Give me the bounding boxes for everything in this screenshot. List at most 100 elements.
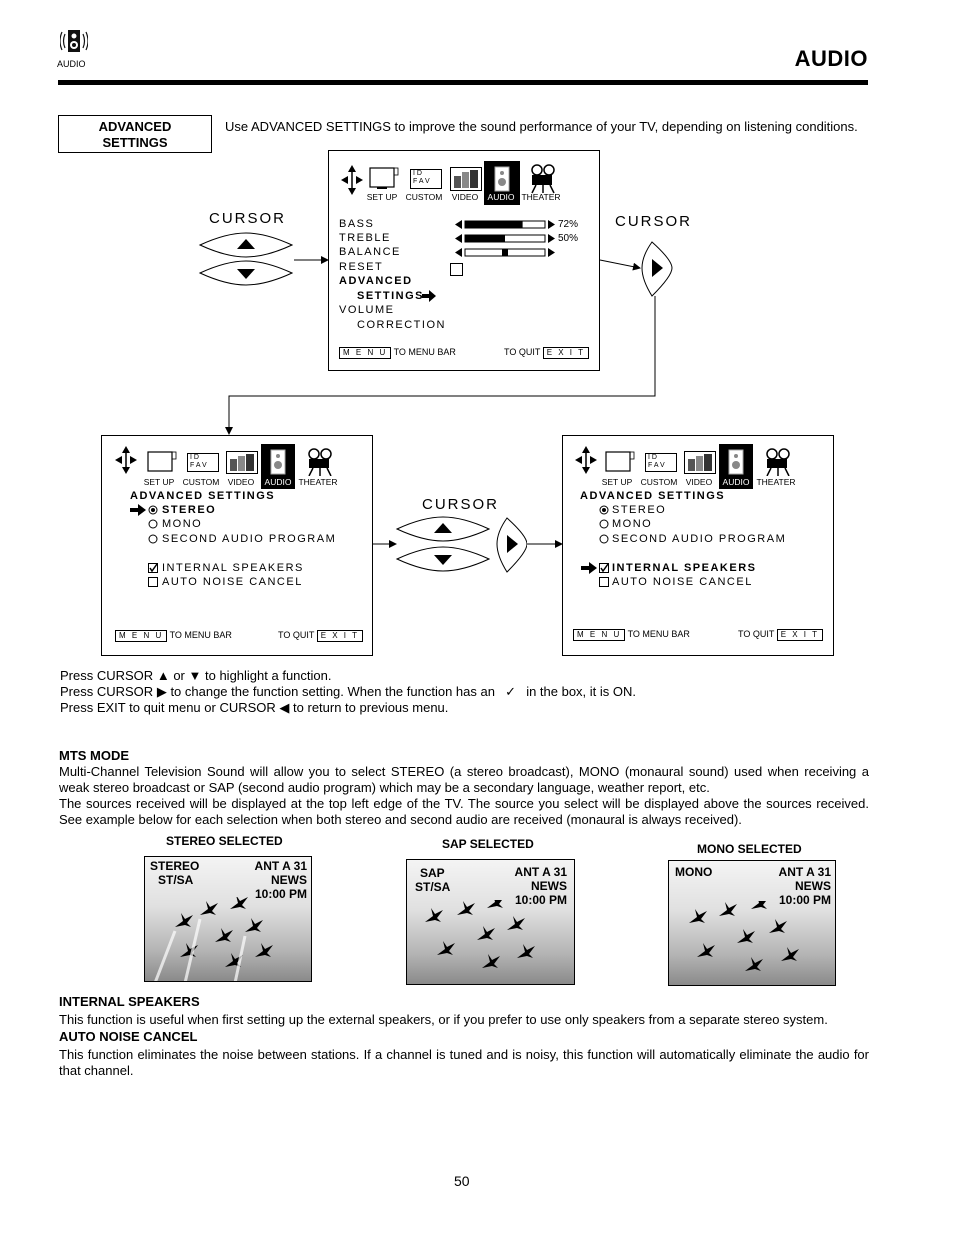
radio-icon[interactable]: [599, 534, 609, 544]
tv-right-3: 10:00 PM: [778, 893, 831, 907]
mts-section: MTS MODE Multi-Channel Television Sound …: [59, 748, 869, 828]
tab-custom[interactable]: CUSTOM: [405, 192, 443, 202]
section-label-line1: ADVANCED: [98, 119, 172, 134]
nav-arrows-icon: [341, 165, 363, 195]
menu-item-settings[interactable]: SETTINGS: [357, 290, 425, 302]
tab-setup[interactable]: SET UP: [601, 477, 633, 487]
balance-slider[interactable]: [455, 247, 555, 258]
tab-theater[interactable]: THEATER: [298, 477, 338, 487]
tv-left-2: ST/SA: [158, 873, 194, 887]
instr-1c: to highlight a function.: [205, 668, 332, 683]
tab-custom[interactable]: CUSTOM: [640, 477, 678, 487]
caption-mono: MONO SELECTED: [697, 842, 802, 856]
to-menu-bar: TO MENU BAR: [169, 630, 232, 640]
tab-audio[interactable]: AUDIO: [719, 477, 753, 487]
option-sap[interactable]: SECOND AUDIO PROGRAM: [162, 533, 337, 545]
check-auto-noise-cancel[interactable]: AUTO NOISE CANCEL: [612, 576, 753, 588]
tab-video[interactable]: VIDEO: [685, 477, 713, 487]
menu-item-bass[interactable]: BASS: [339, 218, 375, 230]
pointer-arrow-icon: [581, 562, 597, 574]
instructions: Press CURSOR ▲ or ▼ to highlight a funct…: [60, 668, 636, 716]
tab-audio[interactable]: AUDIO: [261, 477, 295, 487]
instr-3a: Press EXIT to quit menu or CURSOR: [60, 700, 276, 715]
menu-key[interactable]: M E N U: [115, 630, 168, 642]
menu-item-balance[interactable]: BALANCE: [339, 246, 401, 258]
radio-selected-icon[interactable]: [599, 505, 609, 515]
menu-item-correction[interactable]: CORRECTION: [357, 319, 446, 331]
check-internal-speakers[interactable]: INTERNAL SPEAKERS: [162, 562, 304, 574]
radio-selected-icon[interactable]: [148, 505, 158, 515]
exit-key[interactable]: E X I T: [542, 347, 589, 359]
instr-1b: or: [173, 668, 185, 683]
instruction-line-2: Press CURSOR ▶ to change the function se…: [60, 684, 636, 700]
checkbox-checked-icon[interactable]: [599, 563, 609, 573]
nav-arrows-icon: [115, 446, 137, 474]
option-mono[interactable]: MONO: [162, 518, 203, 530]
to-quit: TO QUIT: [738, 629, 775, 639]
bass-slider[interactable]: [455, 219, 555, 230]
check-internal-speakers[interactable]: INTERNAL SPEAKERS: [612, 562, 757, 574]
tab-theater[interactable]: THEATER: [521, 192, 561, 202]
tv-right-1: ANT A 31: [778, 865, 831, 879]
auto-noise-text: This function eliminates the noise betwe…: [59, 1047, 869, 1078]
tab-setup[interactable]: SET UP: [143, 477, 175, 487]
radio-icon[interactable]: [599, 519, 609, 529]
checkbox-icon[interactable]: [148, 577, 158, 587]
option-sap[interactable]: SECOND AUDIO PROGRAM: [612, 533, 787, 545]
internal-speakers-text: This function is useful when first setti…: [59, 1012, 828, 1027]
menu-item-treble[interactable]: TREBLE: [339, 232, 391, 244]
theater-camera-icon: [308, 448, 332, 476]
treble-slider[interactable]: [455, 233, 555, 244]
tab-setup[interactable]: SET UP: [366, 192, 398, 202]
mts-para2: The sources received will be displayed a…: [59, 796, 869, 827]
tab-audio[interactable]: AUDIO: [484, 192, 518, 202]
menu-footer-left: M E N U TO MENU BAR: [339, 347, 456, 359]
mts-heading: MTS MODE: [59, 748, 130, 763]
section-label-box: ADVANCED SETTINGS: [58, 115, 212, 153]
id-fav-line2: F A V: [648, 462, 665, 469]
menu-item-reset[interactable]: RESET: [339, 261, 384, 273]
exit-key[interactable]: E X I T: [316, 630, 363, 642]
exit-key[interactable]: E X I T: [776, 629, 823, 641]
pointer-arrow-icon: [130, 504, 146, 516]
check-auto-noise-cancel[interactable]: AUTO NOISE CANCEL: [162, 576, 303, 588]
id-fav-line1: I D: [190, 454, 199, 461]
radio-icon[interactable]: [148, 534, 158, 544]
cursor-up-down-buttons-top[interactable]: [196, 232, 296, 288]
tab-video[interactable]: VIDEO: [227, 477, 255, 487]
to-quit: TO QUIT: [278, 630, 315, 640]
tab-video[interactable]: VIDEO: [451, 192, 479, 202]
audio-speaker-tab-icon: [270, 449, 286, 475]
menu-key[interactable]: M E N U: [573, 629, 626, 641]
option-stereo[interactable]: STEREO: [162, 504, 217, 516]
right-triangle-icon: ▶: [156, 684, 167, 699]
cursor-label-top-right: CURSOR: [615, 213, 693, 230]
cursor-right-button-top[interactable]: [638, 240, 674, 298]
menu-footer-right: TO QUIT E X I T: [738, 629, 823, 641]
instruction-line-3: Press EXIT to quit menu or CURSOR ◀ to r…: [60, 700, 636, 716]
checkbox-icon[interactable]: [599, 577, 609, 587]
nav-arrows-icon: [575, 446, 597, 474]
option-stereo[interactable]: STEREO: [612, 504, 667, 516]
menu-item-volume[interactable]: VOLUME: [339, 304, 395, 316]
tv-left-1: SAP: [420, 866, 445, 880]
cursor-up-down-buttons-middle[interactable]: [393, 516, 527, 574]
tv-left-1: MONO: [675, 865, 713, 879]
tv-setup-icon: [147, 451, 177, 472]
radio-icon[interactable]: [148, 519, 158, 529]
jets-image: [689, 901, 799, 971]
option-mono[interactable]: MONO: [612, 518, 653, 530]
checkmark-icon: ✓: [505, 684, 517, 699]
menu-key[interactable]: M E N U: [339, 347, 392, 359]
tab-custom[interactable]: CUSTOM: [182, 477, 220, 487]
tv-right-1: ANT A 31: [514, 865, 567, 879]
menu-footer-right: TO QUIT E X I T: [504, 347, 589, 359]
reset-checkbox[interactable]: [450, 263, 463, 276]
video-bars-icon: [684, 451, 716, 474]
tab-theater[interactable]: THEATER: [756, 477, 796, 487]
checkbox-checked-icon[interactable]: [148, 563, 158, 573]
section-label-line2: SETTINGS: [102, 135, 168, 150]
menu-item-advanced[interactable]: ADVANCED: [339, 275, 413, 287]
menu-footer-right: TO QUIT E X I T: [278, 630, 363, 642]
instr-2a: Press CURSOR: [60, 684, 154, 699]
